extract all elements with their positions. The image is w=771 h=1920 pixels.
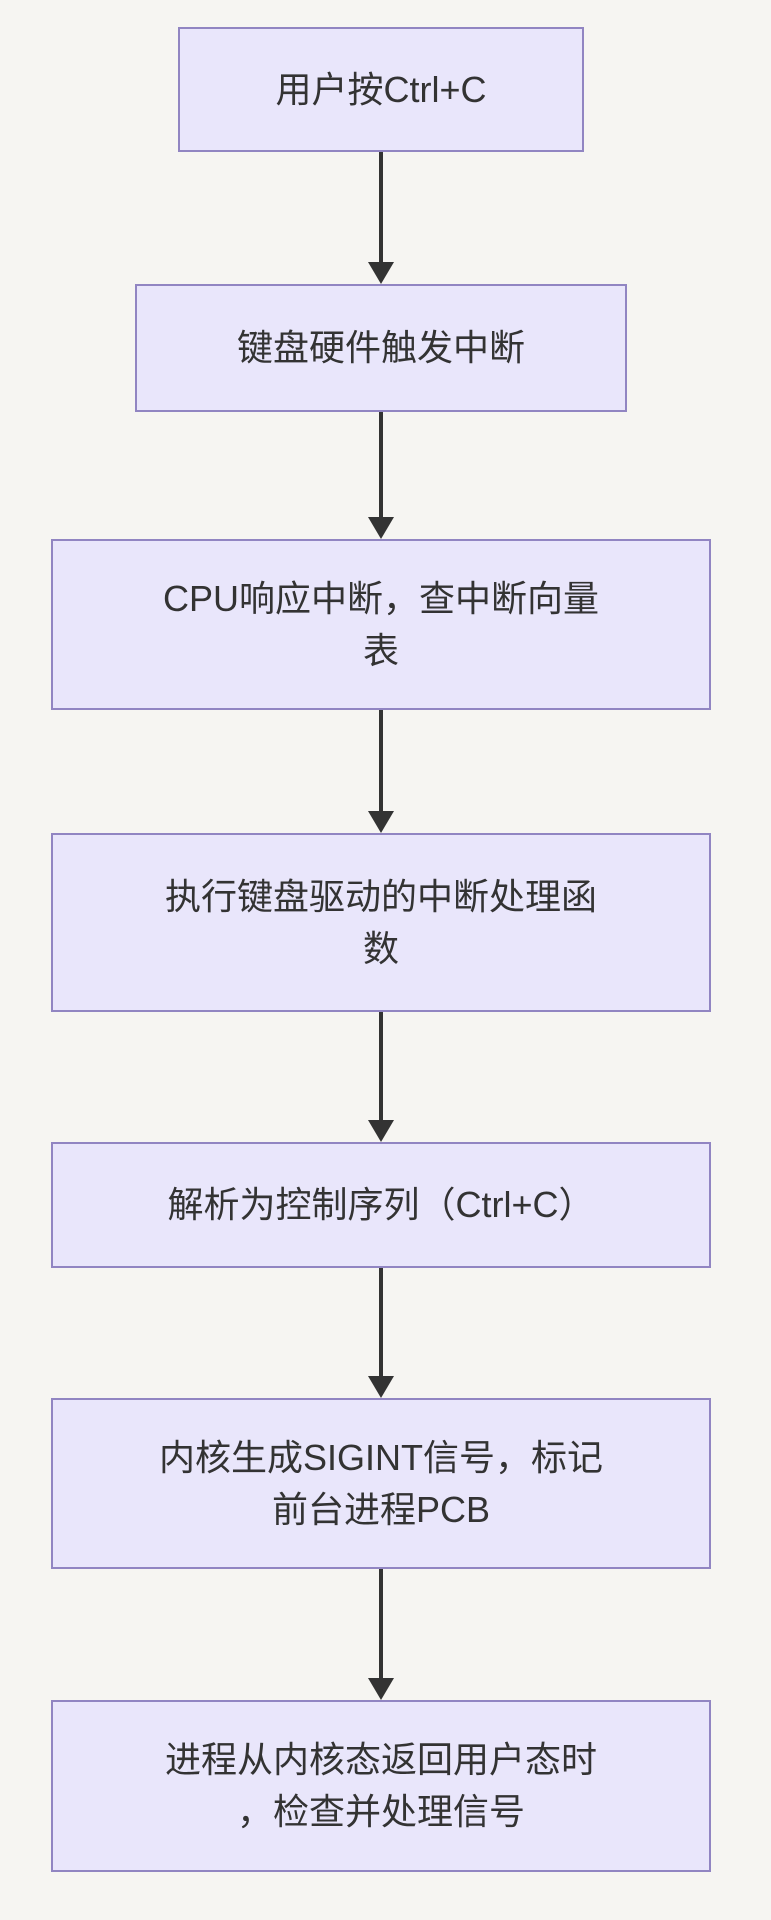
arrow-shaft — [379, 1569, 383, 1679]
arrow-shaft — [379, 412, 383, 518]
edge-arrow-d-e — [368, 1012, 394, 1142]
flow-node-label-line1: 进程从内核态返回用户态时 — [164, 1739, 597, 1780]
edge-arrow-a-b — [368, 152, 394, 284]
edge-arrow-b-c — [368, 412, 394, 539]
flow-node-kernel-sigint: 内核生成SIGINT信号，标记 前台进程PCB — [51, 1398, 711, 1569]
arrow-shaft — [379, 152, 383, 263]
arrow-shaft — [379, 1268, 383, 1377]
arrow-down-icon — [368, 517, 394, 539]
flow-node-label-line2: ，检查并处理信号 — [236, 1791, 525, 1832]
flow-node-label-line2: 表 — [362, 629, 399, 671]
arrow-down-icon — [368, 811, 394, 833]
edge-arrow-f-g — [368, 1569, 394, 1700]
flow-node-label: 键盘硬件触发中断 — [236, 327, 525, 368]
flow-node-driver-handler: 执行键盘驱动的中断处理函 数 — [51, 833, 711, 1012]
flow-node-keyboard-interrupt: 键盘硬件触发中断 — [135, 284, 627, 412]
flow-node-label-line1: 执行键盘驱动的中断处理函 — [164, 875, 597, 917]
flow-node-label-line2: 前台进程PCB — [271, 1488, 491, 1530]
flow-node-parse-control-sequence: 解析为控制序列（Ctrl+C） — [51, 1142, 711, 1268]
arrow-shaft — [379, 710, 383, 812]
arrow-shaft — [379, 1012, 383, 1121]
edge-arrow-c-d — [368, 710, 394, 833]
flow-node-label-line1: 内核生成SIGINT信号，标记 — [158, 1436, 603, 1478]
arrow-down-icon — [368, 262, 394, 284]
flow-node-label: 解析为控制序列（Ctrl+C） — [167, 1184, 595, 1225]
arrow-down-icon — [368, 1376, 394, 1398]
flow-node-return-user-mode-handle-signal: 进程从内核态返回用户态时 ，检查并处理信号 — [51, 1700, 711, 1872]
edge-arrow-e-f — [368, 1268, 394, 1398]
flow-node-label: 用户按Ctrl+C — [275, 68, 487, 110]
flow-node-cpu-respond-interrupt: CPU响应中断，查中断向量 表 — [51, 539, 711, 710]
flow-node-label-line1: CPU响应中断，查中断向量 — [162, 577, 599, 619]
arrow-down-icon — [368, 1120, 394, 1142]
flow-node-user-press-ctrl-c: 用户按Ctrl+C — [178, 27, 584, 152]
arrow-down-icon — [368, 1678, 394, 1700]
flow-node-label-line2: 数 — [362, 927, 399, 969]
